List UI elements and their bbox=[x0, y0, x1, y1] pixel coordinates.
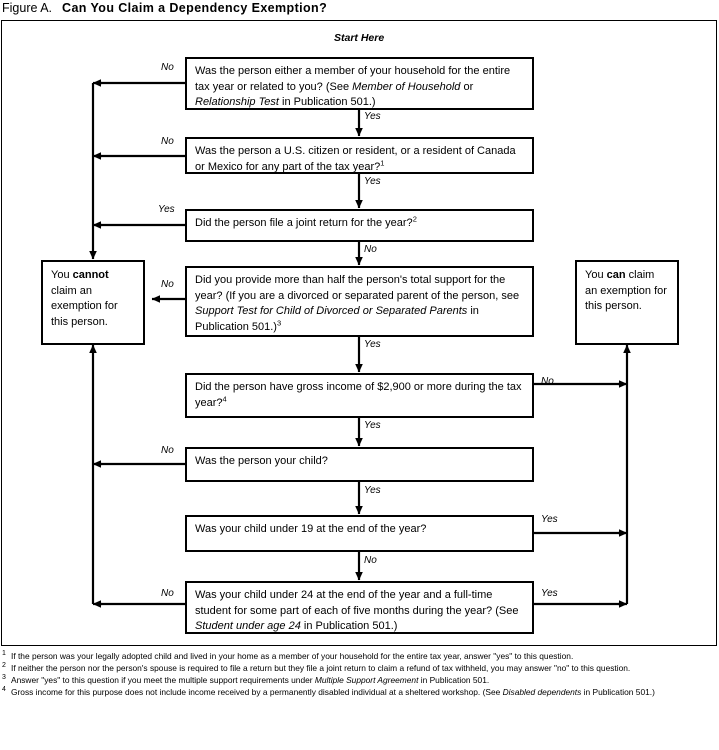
box-q2-text: Was the person a U.S. citizen or residen… bbox=[195, 145, 516, 173]
figure-label: Figure A. bbox=[2, 1, 53, 15]
edge-label-q6-yes: Yes bbox=[364, 485, 381, 496]
footnotes: 1 If the person was your legally adopted… bbox=[2, 650, 717, 699]
footnote-1: 1 If the person was your legally adopted… bbox=[2, 650, 717, 662]
footnote-3-marker: 3 bbox=[2, 674, 6, 682]
edge-label-q4-yes: Yes bbox=[364, 339, 381, 350]
box-cannot-claim-text: You cannot claim an exemption for this p… bbox=[51, 269, 118, 328]
box-q6-text: Was the person your child? bbox=[195, 455, 328, 467]
footnote-1-text: If the person was your legally adopted c… bbox=[11, 651, 574, 661]
box-q8: Was your child under 24 at the end of th… bbox=[185, 581, 534, 634]
edge-label-q1-no: No bbox=[161, 62, 174, 73]
box-q3-text: Did the person file a joint return for t… bbox=[195, 214, 417, 229]
footnote-4-marker: 4 bbox=[2, 686, 6, 694]
start-here-label: Start Here bbox=[334, 32, 385, 44]
edge-label-q5-no: No bbox=[541, 376, 554, 387]
chart-panel bbox=[1, 20, 717, 646]
footnote-2-marker: 2 bbox=[2, 662, 6, 670]
edge-label-q8-no: No bbox=[161, 588, 174, 599]
edge-label-q1-yes: Yes bbox=[364, 111, 381, 122]
footnote-1-marker: 1 bbox=[2, 650, 6, 657]
box-cannot-claim: You cannot claim an exemption for this p… bbox=[41, 260, 145, 345]
box-q7-text: Was your child under 19 at the end of th… bbox=[195, 523, 427, 535]
box-q1-text: Was the person either a member of your h… bbox=[195, 65, 511, 108]
edge-label-q4-no: No bbox=[161, 279, 174, 290]
page-title: Figure A. Can You Claim a Dependency Exem… bbox=[2, 1, 327, 15]
box-q6: Was the person your child? bbox=[185, 447, 534, 482]
edge-label-q5-yes: Yes bbox=[364, 420, 381, 431]
footnote-4: 4 Gross income for this purpose does not… bbox=[2, 686, 717, 698]
edge-label-q3-yes: Yes bbox=[158, 204, 175, 215]
box-can-claim: You can claim an exemption for this pers… bbox=[575, 260, 679, 345]
box-q5: Did the person have gross income of $2,9… bbox=[185, 373, 534, 418]
footnote-2-text: If neither the person nor the person's s… bbox=[11, 663, 631, 674]
box-q2: Was the person a U.S. citizen or residen… bbox=[185, 137, 534, 174]
box-q8-text: Was your child under 24 at the end of th… bbox=[195, 589, 519, 632]
box-q5-text: Did the person have gross income of $2,9… bbox=[195, 381, 522, 409]
edge-label-q2-no: No bbox=[161, 136, 174, 147]
footnote-3: 3 Answer "yes" to this question if you m… bbox=[2, 674, 717, 686]
box-can-claim-text: You can claim an exemption for this pers… bbox=[585, 269, 667, 312]
footnote-3-text: Answer "yes" to this question if you mee… bbox=[11, 675, 490, 686]
box-q7: Was your child under 19 at the end of th… bbox=[185, 515, 534, 552]
box-q4: Did you provide more than half the perso… bbox=[185, 266, 534, 337]
figure-title-text: Can You Claim a Dependency Exemption? bbox=[62, 1, 328, 15]
edge-label-q7-yes: Yes bbox=[541, 514, 558, 525]
box-q1: Was the person either a member of your h… bbox=[185, 57, 534, 110]
edge-label-q7-no: No bbox=[364, 555, 377, 566]
box-q4-text: Did you provide more than half the perso… bbox=[195, 274, 520, 333]
footnote-4-text: Gross income for this purpose does not i… bbox=[11, 687, 655, 698]
footnote-2: 2 If neither the person nor the person's… bbox=[2, 662, 717, 674]
box-q3: Did the person file a joint return for t… bbox=[185, 209, 534, 242]
edge-label-q6-no: No bbox=[161, 445, 174, 456]
edge-label-q3-no: No bbox=[364, 244, 377, 255]
edge-label-q8-yes: Yes bbox=[541, 588, 558, 599]
edge-label-q2-yes: Yes bbox=[364, 176, 381, 187]
